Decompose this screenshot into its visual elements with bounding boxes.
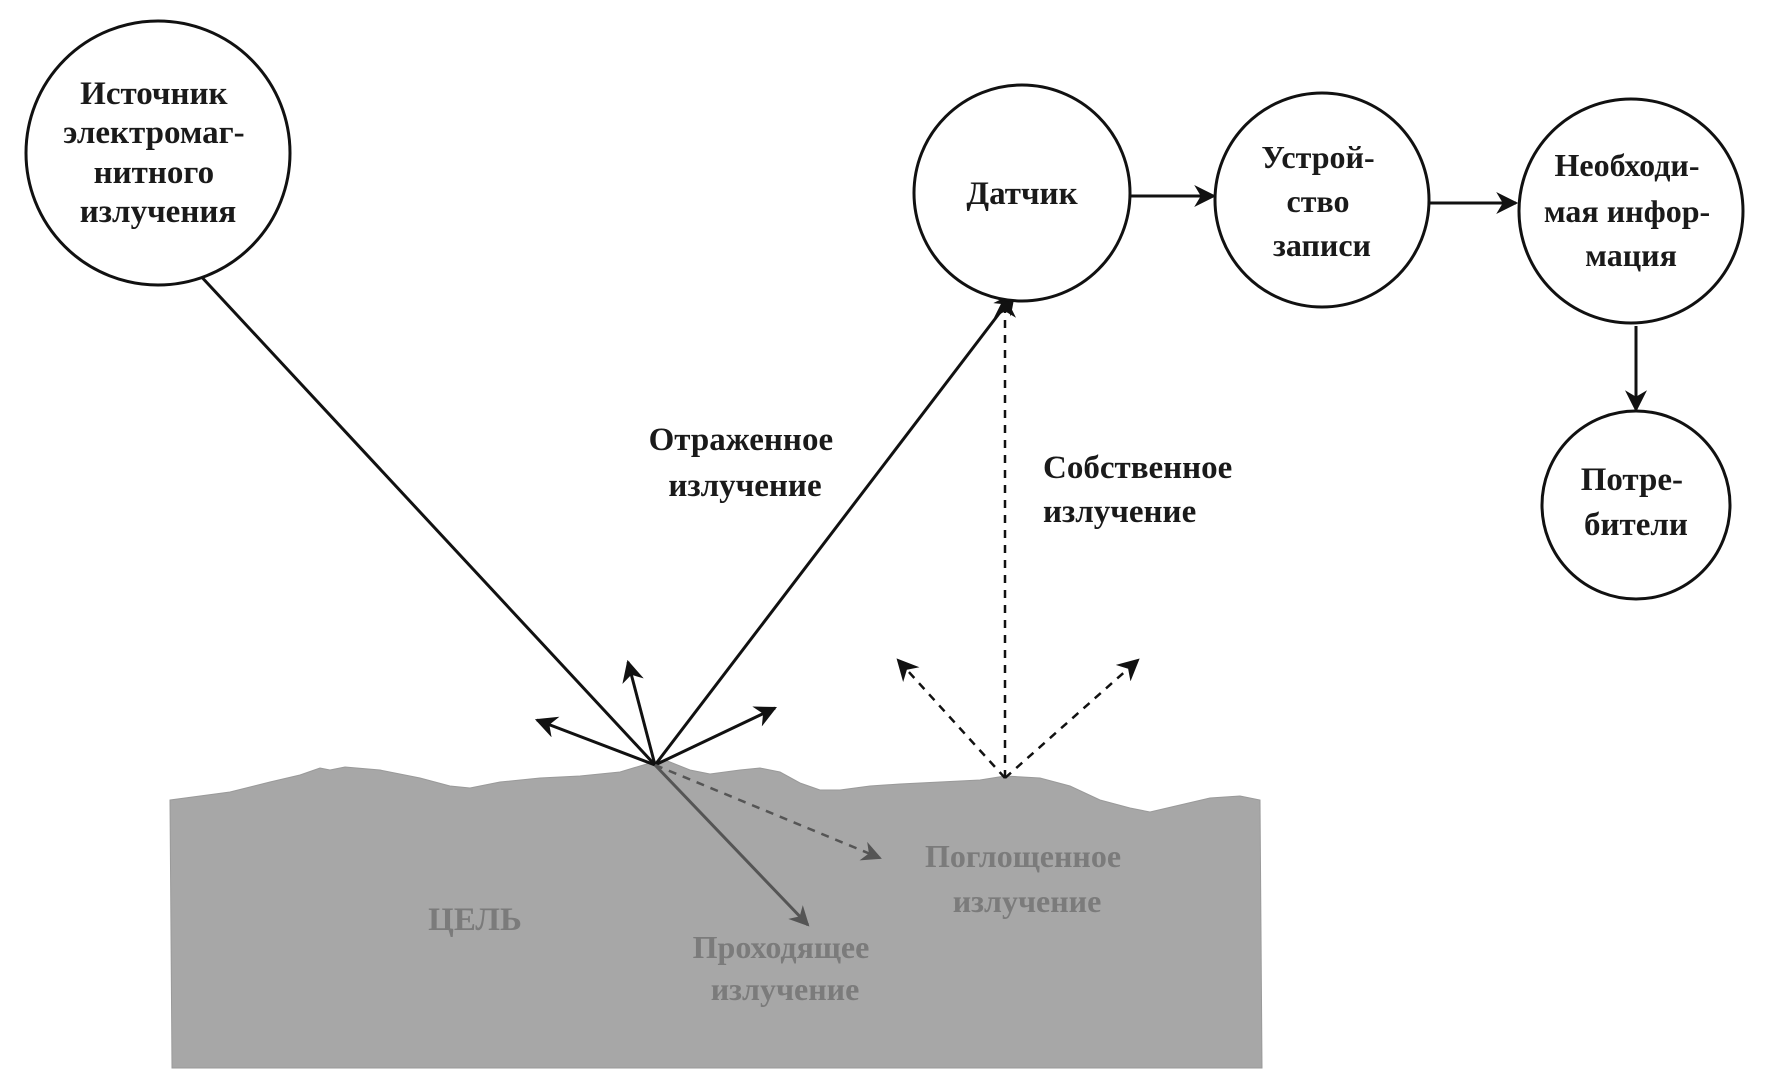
transmitted-label: Проходящее излучение (693, 929, 878, 1007)
info-line-2: мая инфор- (1544, 193, 1710, 229)
source-line-1: Источник (80, 76, 227, 112)
source-node: Источник электромаг- нитного излучения (24, 19, 292, 287)
recorder-line-2: ство (1287, 183, 1350, 219)
sensor-label: Датчик (966, 176, 1077, 212)
info-node: Необходи- мая инфор- мация (1517, 97, 1745, 325)
emitted-arrow-right (1004, 658, 1140, 779)
svg-text:Датчик: Датчик (966, 176, 1077, 212)
scatter-arrow-up (622, 659, 657, 766)
info-line-3: мация (1585, 237, 1677, 273)
absorbed-label-line-1: Поглощенное (925, 838, 1121, 874)
svg-text:Необходи- мая инфор-: Необходи- мая инфор- мация (1544, 147, 1718, 273)
emitted-label: Собственное излучение (1043, 450, 1241, 530)
transmitted-label-line-1: Проходящее (693, 929, 870, 965)
svg-text:Источник электромаг-: Источник электромаг- нитного излучения (63, 76, 253, 230)
source-line-2: электромаг- (63, 115, 244, 151)
emitted-arrow-left (896, 658, 1006, 779)
source-line-3: нитного (94, 155, 214, 191)
reflected-label-line-1: Отраженное (649, 422, 833, 458)
absorbed-label: Поглощенное излучение (925, 838, 1129, 919)
incident-ray (195, 270, 657, 767)
consumers-line-2: бители (1584, 507, 1688, 543)
svg-text:Потре- бители: Потре- бители (1581, 462, 1692, 543)
scatter-arrow-right (654, 706, 777, 767)
svg-text:Устрой- ство запис: Устрой- ство записи (1261, 139, 1382, 263)
reflected-label: Отраженное излучение (649, 422, 842, 504)
transmitted-label-line-2: излучение (711, 971, 860, 1007)
reflected-ray (653, 292, 1016, 766)
sensor-node: Датчик (912, 83, 1132, 303)
emitted-label-line-1: Собственное (1043, 450, 1232, 486)
absorbed-label-line-2: излучение (953, 883, 1102, 919)
reflected-label-line-2: излучение (668, 468, 821, 504)
absorbed-ray (654, 763, 882, 861)
transmitted-ray (653, 763, 810, 927)
recorder-line-3: записи (1273, 227, 1371, 263)
scatter-arrow-left (534, 716, 656, 767)
recorder-node: Устрой- ство записи (1213, 91, 1431, 309)
target-surface (169, 759, 1263, 1069)
consumers-line-1: Потре- (1581, 462, 1683, 498)
recorder-line-1: Устрой- (1261, 139, 1374, 175)
emitted-label-line-2: излучение (1043, 494, 1196, 530)
source-line-4: излучения (80, 194, 236, 230)
target-label: ЦЕЛЬ (428, 902, 522, 938)
info-line-1: Необходи- (1554, 147, 1699, 183)
consumers-node: Потре- бители (1540, 409, 1732, 601)
